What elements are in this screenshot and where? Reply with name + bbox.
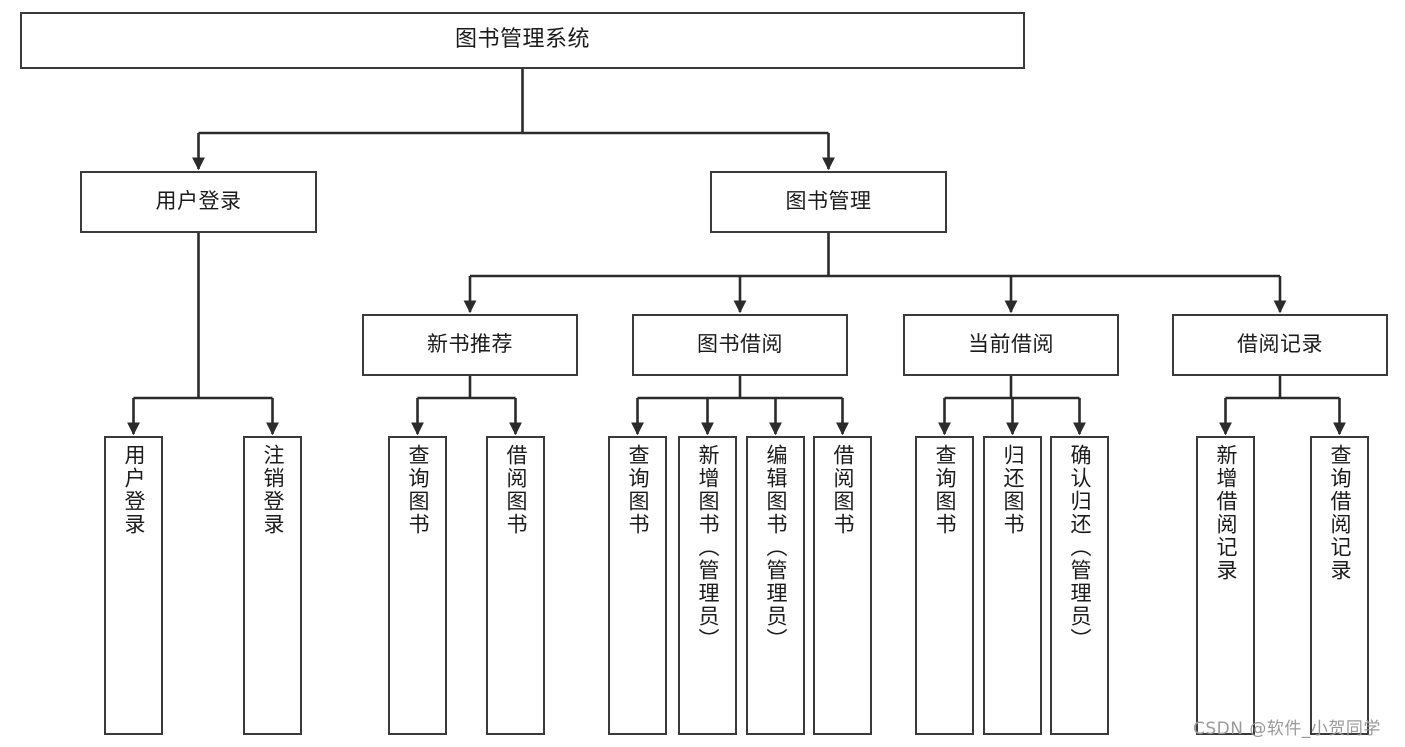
node-leaf-logout[interactable]: 注销登录	[243, 436, 302, 735]
node-label: 图书借阅	[697, 332, 783, 357]
node-leaf-query-book-1[interactable]: 查询图书	[388, 436, 447, 735]
node-label: 注销登录	[261, 444, 285, 536]
node-leaf-confirm-return[interactable]: 确认归还（管理员）	[1050, 436, 1109, 735]
node-label: 归还图书	[1001, 444, 1025, 536]
node-label: 新增借阅记录	[1214, 444, 1238, 582]
node-current-borrow[interactable]: 当前借阅	[903, 314, 1119, 376]
node-label: 确认归还（管理员）	[1068, 444, 1092, 651]
node-root[interactable]: 图书管理系统	[20, 12, 1025, 69]
node-borrow-record[interactable]: 借阅记录	[1172, 314, 1388, 376]
node-label: 新增图书（管理员）	[696, 444, 720, 651]
node-leaf-borrow-book-2[interactable]: 借阅图书	[813, 436, 872, 735]
node-label: 借阅图书	[504, 444, 528, 536]
node-label: 借阅图书	[831, 444, 855, 536]
node-leaf-user-login[interactable]: 用户登录	[104, 436, 163, 735]
node-label: 图书管理系统	[454, 27, 590, 53]
node-user-login[interactable]: 用户登录	[80, 171, 317, 233]
node-label: 借阅记录	[1237, 332, 1323, 357]
node-label: 查询图书	[626, 444, 650, 536]
watermark-credit: CSDN @软件_小贺同学	[1193, 719, 1381, 739]
node-label: 用户登录	[155, 189, 242, 214]
node-leaf-return-book[interactable]: 归还图书	[983, 436, 1042, 735]
node-label: 图书管理	[785, 189, 872, 214]
node-label: 当前借阅	[968, 332, 1054, 357]
node-label: 查询图书	[933, 444, 957, 536]
node-new-book-recommend[interactable]: 新书推荐	[362, 314, 578, 376]
node-leaf-edit-book[interactable]: 编辑图书（管理员）	[746, 436, 805, 735]
node-leaf-add-book[interactable]: 新增图书（管理员）	[678, 436, 737, 735]
node-leaf-query-book-2[interactable]: 查询图书	[608, 436, 667, 735]
node-label: 用户登录	[122, 444, 146, 536]
node-book-manage[interactable]: 图书管理	[710, 171, 947, 233]
node-leaf-borrow-book-1[interactable]: 借阅图书	[486, 436, 545, 735]
node-leaf-query-record[interactable]: 查询借阅记录	[1310, 436, 1369, 735]
node-label: 新书推荐	[427, 332, 513, 357]
node-book-borrow[interactable]: 图书借阅	[632, 314, 848, 376]
node-label: 查询图书	[406, 444, 430, 536]
node-leaf-query-book-3[interactable]: 查询图书	[915, 436, 974, 735]
node-label: 编辑图书（管理员）	[764, 444, 788, 651]
node-label: 查询借阅记录	[1328, 444, 1352, 582]
node-leaf-add-record[interactable]: 新增借阅记录	[1196, 436, 1255, 735]
